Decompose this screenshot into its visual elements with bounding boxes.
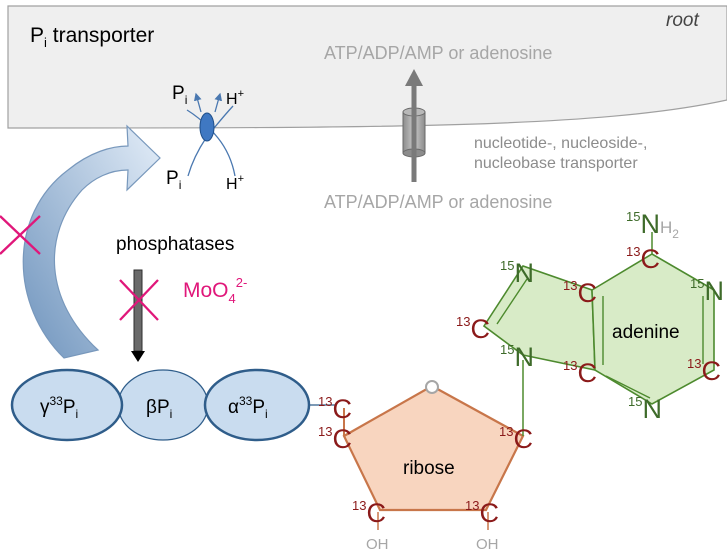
atp-uptake-arrow bbox=[405, 69, 423, 182]
alpha-phosphate-label: α33Pi bbox=[228, 394, 268, 421]
phosphatase-arrow bbox=[131, 269, 145, 362]
hydroxyl-c2: OH bbox=[476, 536, 499, 553]
amine-group: 15NH2 bbox=[626, 209, 679, 241]
nitrogen-atom-n3: 15N bbox=[628, 394, 662, 424]
atp-outside-label: ATP/ADP/AMP or adenosine bbox=[324, 192, 552, 212]
beta-phosphate-label: βPi bbox=[146, 397, 172, 421]
nucleotide-transporter-label-2: nucleobase transporter bbox=[474, 155, 638, 172]
uptake-blocked-cross bbox=[0, 215, 41, 255]
carbon-atom-c6: 13C bbox=[626, 244, 660, 274]
carbon-atom-c2: 13C bbox=[465, 498, 499, 528]
root-label: root bbox=[666, 10, 699, 31]
atp-root-label: ATP/ADP/AMP or adenosine bbox=[324, 43, 552, 63]
pi-recycling-arrow bbox=[22, 124, 161, 359]
gamma-phosphate-label: γ33Pi bbox=[40, 394, 78, 421]
ring-oxygen bbox=[425, 380, 439, 394]
carbon-atom-c4-purine: 13C bbox=[563, 358, 597, 388]
h-root-label: H+ bbox=[226, 88, 244, 108]
gamma-phosphate-shape bbox=[10, 368, 124, 442]
nitrogen-atoms: 15N 15N 15N 15N 15NH2 bbox=[500, 209, 724, 424]
adenine-double-bond-4 bbox=[605, 375, 651, 399]
nitrogen-atom-n9: 15N bbox=[500, 342, 534, 372]
pi-root-label: Pi bbox=[172, 83, 187, 107]
adenine-imidazole-ring bbox=[482, 265, 596, 371]
nitrogen-atom-n7: 15N bbox=[500, 258, 534, 288]
ribose-label: ribose bbox=[403, 458, 455, 479]
carbon-atoms: 13C 13C 13C 13C 13C 13C 13C 13C 13C 13C bbox=[318, 244, 721, 528]
pi-outside-label: Pi bbox=[166, 168, 181, 192]
phosphatase-blocked-cross bbox=[119, 279, 159, 321]
nitrogen-atom-n1: 15N bbox=[690, 276, 724, 306]
h-outside-label: H+ bbox=[226, 173, 244, 193]
phosphatases-label: phosphatases bbox=[116, 234, 234, 255]
carbon-atom-c1: 13C bbox=[499, 424, 533, 454]
molybdate-label: MoO42- bbox=[183, 275, 247, 306]
adenine-double-bond-1 bbox=[496, 278, 528, 325]
carbon-atom-c5-purine: 13C bbox=[563, 278, 597, 308]
adenine-label: adenine bbox=[612, 322, 680, 343]
nucleotide-transporter-label-1: nucleotide-, nucleoside-, bbox=[474, 135, 647, 152]
root-compartment bbox=[7, 5, 727, 129]
pi-transporter-title: Pi transporter bbox=[30, 24, 154, 50]
carbon-atom-c4: 13C bbox=[318, 424, 352, 454]
carbon-atom-c2-purine: 13C bbox=[687, 356, 721, 386]
ribose-ring bbox=[342, 384, 525, 512]
hydroxyl-c3: OH bbox=[366, 536, 389, 553]
pi-symporter-icon bbox=[186, 92, 236, 177]
carbon-atom-c8: 13C bbox=[456, 314, 490, 344]
carbon-atom-c3: 13C bbox=[352, 498, 386, 528]
carbon-atom-c5: 13C bbox=[318, 394, 352, 424]
